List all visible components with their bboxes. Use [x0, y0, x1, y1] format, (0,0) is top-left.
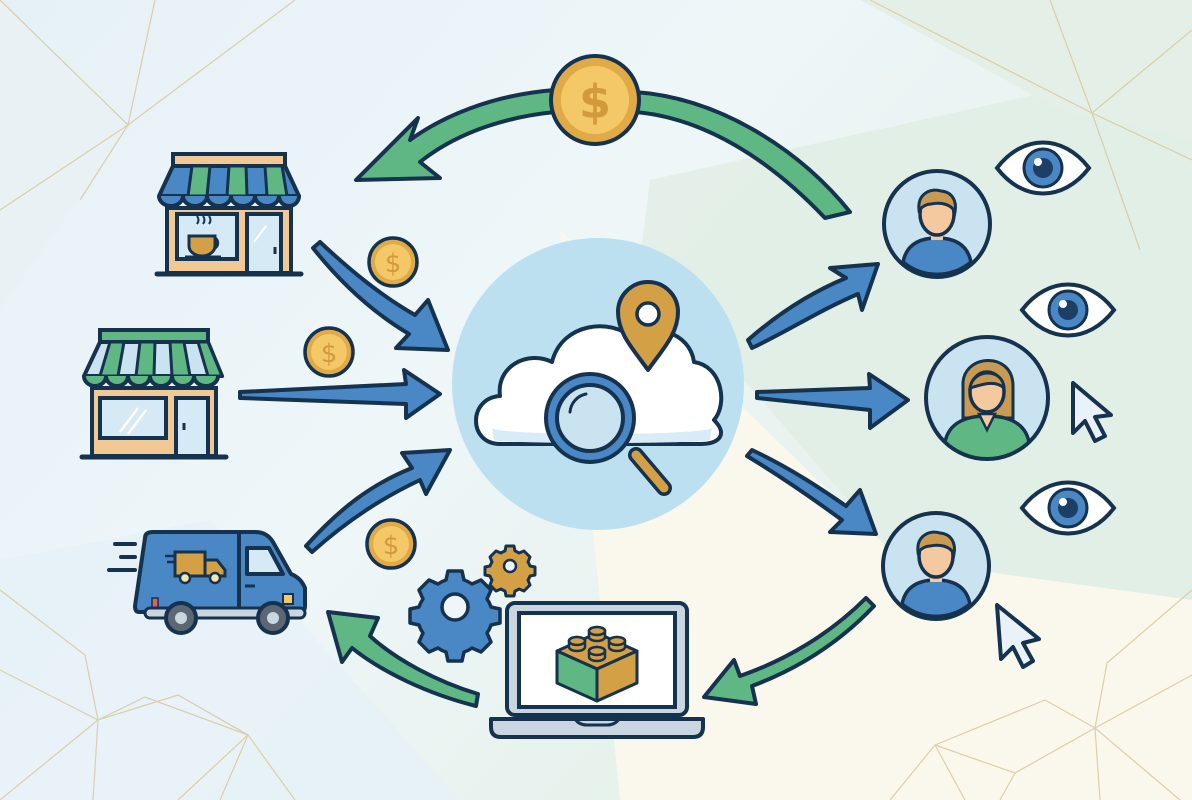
inbound-arrows	[238, 240, 452, 554]
arrow-shop-to-hub	[238, 368, 442, 420]
cursor-arrow-icon	[995, 603, 1041, 669]
eye-icon	[994, 140, 1092, 196]
cafe-storefront-icon	[154, 152, 304, 277]
arrow-hub-to-customer-bottom	[745, 448, 878, 536]
arrow-cafe-to-hub	[311, 240, 450, 352]
dollar-coin-small-3: $	[365, 518, 417, 570]
truck-logo-icon	[165, 550, 227, 585]
arrow-hub-to-customer-top	[746, 262, 880, 350]
svg-text:$: $	[321, 339, 338, 369]
cloud-search-hub	[452, 238, 744, 530]
customer-avatar-bottom	[881, 511, 991, 621]
svg-text:$: $	[383, 531, 400, 561]
eye-icon	[1019, 282, 1117, 338]
customer-avatar-middle	[924, 335, 1050, 461]
dollar-coin-small-2: $	[303, 326, 355, 378]
location-pin-icon	[616, 280, 680, 372]
svg-text:$: $	[385, 249, 402, 279]
arrow-customer-to-laptop	[702, 596, 876, 706]
eye-icon	[1019, 480, 1117, 536]
magnifying-glass-icon	[544, 372, 672, 496]
laptop-icon	[489, 601, 705, 739]
dollar-coin-large: $	[549, 54, 641, 146]
gear-icon-large	[408, 569, 502, 663]
retail-storefront-icon	[79, 328, 229, 460]
outbound-arrows	[745, 262, 910, 536]
svg-text:$: $	[579, 75, 611, 129]
building-block-icon	[555, 625, 639, 703]
dollar-coin-small-1: $	[367, 236, 419, 288]
delivery-van-icon	[107, 530, 307, 635]
arrow-hub-to-customer-middle	[755, 372, 910, 430]
payment-return-arrow: $	[354, 54, 852, 220]
gear-icon-small	[483, 544, 537, 598]
customer-avatar-top	[882, 169, 992, 279]
arrow-laptop-to-van	[326, 610, 480, 708]
arrow-van-to-hub	[304, 448, 452, 554]
cursor-arrow-icon	[1071, 381, 1113, 443]
